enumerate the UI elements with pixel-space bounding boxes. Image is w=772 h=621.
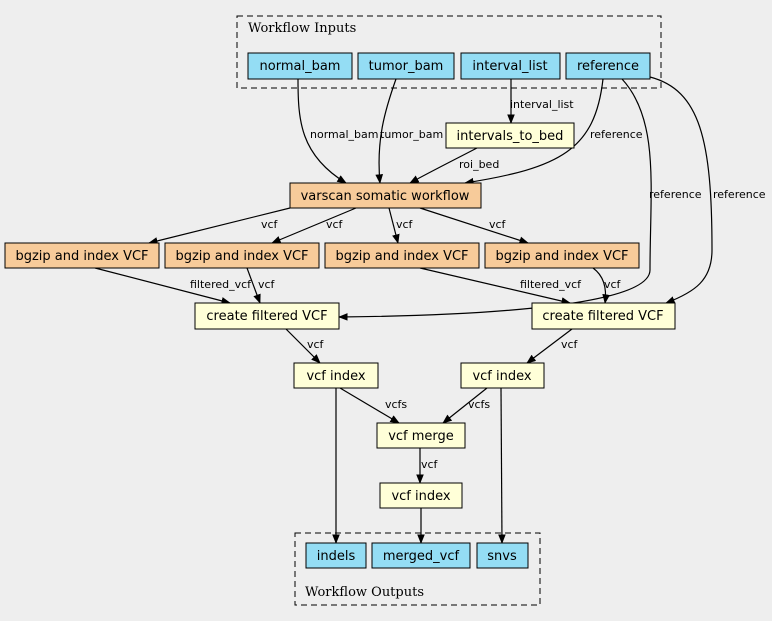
step-node-create-filtered-vcf-1[interactable]: create filtered VCF — [194, 302, 340, 330]
edge-label-vcf-3: vcf — [396, 218, 414, 231]
edge-label-reference-c: reference — [713, 188, 766, 201]
edge-filter1-index1 — [285, 328, 321, 364]
workflow-outputs-cluster: Workflow Outputs — [294, 532, 541, 606]
edge-vcf-bgzip3 — [388, 207, 400, 244]
workflow-outputs-label: Workflow Outputs — [305, 585, 424, 600]
edge-index2-snvs — [498, 387, 506, 544]
edge-label-filtered-vcf-2: filtered_vcf — [520, 278, 582, 291]
indels-label: indels — [317, 549, 356, 564]
filter-1-label: create filtered VCF — [206, 309, 327, 324]
reference-label: reference — [577, 59, 639, 74]
edge-label-vcf-4: vcf — [489, 218, 507, 231]
workflow-inputs-label: Workflow Inputs — [248, 21, 356, 36]
edge-bgzip3-filter2 — [419, 267, 571, 305]
edge-label-vcf-6: vcf — [604, 278, 622, 291]
bgzip-1-label: bgzip and index VCF — [15, 249, 148, 264]
input-node-tumor-bam[interactable]: tumor_bam — [357, 52, 455, 80]
edge-label-filtered-vcf-1: filtered_vcf — [190, 278, 252, 291]
input-node-normal-bam[interactable]: normal_bam — [247, 52, 353, 80]
bgzip-3-label: bgzip and index VCF — [335, 249, 468, 264]
index-3-label: vcf index — [391, 489, 450, 504]
edge-normal-bam — [297, 78, 347, 184]
subworkflow-node-varscan[interactable]: varscan somatic workflow — [289, 182, 482, 209]
edge-label-reference-a: reference — [590, 128, 643, 141]
bgzip-4-label: bgzip and index VCF — [495, 249, 628, 264]
edges — [94, 76, 713, 544]
filter-2-label: create filtered VCF — [542, 309, 663, 324]
input-node-reference[interactable]: reference — [565, 52, 651, 80]
edge-label-normal-bam: normal_bam — [310, 128, 378, 141]
edge-vcf-bgzip1 — [148, 207, 291, 245]
edge-filter2-index2 — [526, 328, 573, 364]
edge-label-reference-b: reference — [649, 188, 702, 201]
edge-label-roi-bed: roi_bed — [459, 158, 499, 171]
step-node-create-filtered-vcf-2[interactable]: create filtered VCF — [531, 302, 676, 330]
subworkflow-node-bgzip-2[interactable]: bgzip and index VCF — [164, 242, 320, 269]
step-node-vcf-index-2[interactable]: vcf index — [460, 362, 545, 389]
edge-label-tumor-bam: tumor_bam — [380, 128, 443, 141]
subworkflow-node-bgzip-1[interactable]: bgzip and index VCF — [4, 242, 160, 269]
edge-label-vcf-5: vcf — [258, 278, 276, 291]
output-node-merged-vcf[interactable]: merged_vcf — [371, 542, 471, 569]
edge-label-vcfs-1: vcfs — [385, 398, 407, 411]
output-node-snvs[interactable]: snvs — [476, 542, 529, 569]
edge-bgzip4-filter2 — [592, 267, 610, 304]
edge-reference-filter1 — [338, 78, 652, 321]
edge-roi-bed — [409, 147, 478, 184]
snvs-label: snvs — [487, 549, 517, 564]
edge-label-interval-list: interval_list — [510, 98, 574, 111]
step-node-vcf-index-1[interactable]: vcf index — [293, 362, 379, 389]
edge-label-vcf-1: vcf — [261, 218, 279, 231]
interval-list-label: interval_list — [472, 59, 547, 74]
step-node-intervals-to-bed[interactable]: intervals_to_bed — [445, 122, 575, 149]
subworkflow-node-bgzip-3[interactable]: bgzip and index VCF — [324, 242, 480, 269]
merge-label: vcf merge — [388, 429, 454, 444]
edge-label-vcfs-2: vcfs — [468, 398, 490, 411]
edge-reference-filter2 — [649, 76, 713, 304]
edge-label-vcf-9: vcf — [421, 458, 439, 471]
merged-vcf-label: merged_vcf — [383, 549, 460, 564]
workflow-inputs-cluster: Workflow Inputs — [236, 15, 662, 89]
edge-tumor-bam — [375, 78, 397, 184]
tumor-bam-label: tumor_bam — [369, 59, 444, 74]
index-1-label: vcf index — [306, 369, 365, 384]
edge-label-vcf-7: vcf — [307, 338, 325, 351]
subworkflow-node-bgzip-4[interactable]: bgzip and index VCF — [484, 242, 640, 269]
nodes: normal_bam tumor_bam interval_list refer… — [4, 52, 676, 569]
edge-vcf-bgzip2 — [271, 207, 357, 244]
edge-bgzip1-filter1 — [94, 267, 231, 305]
edge-label-vcf-8: vcf — [561, 338, 579, 351]
input-node-interval-list[interactable]: interval_list — [460, 52, 561, 80]
normal-bam-label: normal_bam — [260, 59, 341, 74]
step-node-vcf-index-3[interactable]: vcf index — [379, 482, 463, 509]
edge-label-vcf-2: vcf — [326, 218, 344, 231]
output-node-indels[interactable]: indels — [305, 542, 367, 569]
edge-index1-merge — [339, 387, 400, 424]
index-2-label: vcf index — [472, 369, 531, 384]
edge-index2-merge — [442, 387, 488, 424]
bgzip-2-label: bgzip and index VCF — [175, 249, 308, 264]
edge-vcf-bgzip4 — [419, 207, 529, 244]
step-node-vcf-merge[interactable]: vcf merge — [376, 422, 466, 449]
edge-labels: interval_list normal_bam tumor_bam refer… — [190, 98, 766, 471]
intervals-to-bed-label: intervals_to_bed — [457, 129, 564, 144]
edge-reference-varscan — [464, 78, 604, 186]
edge-bgzip2-filter1 — [246, 267, 261, 304]
varscan-label: varscan somatic workflow — [301, 189, 470, 204]
